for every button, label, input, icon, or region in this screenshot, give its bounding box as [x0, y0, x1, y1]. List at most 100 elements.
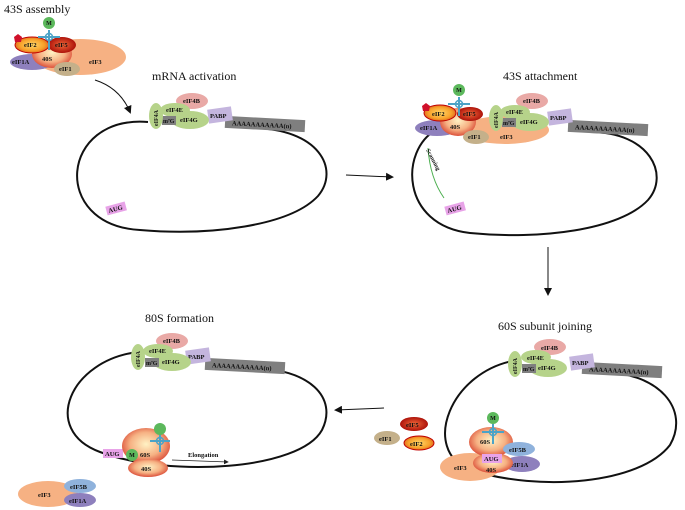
cap-structure: [522, 364, 536, 373]
polya-label: AAAAAAAAAAA(n): [575, 124, 635, 134]
eif4e-label: eIF4E: [506, 109, 523, 116]
eif1-label: eIF1: [59, 66, 72, 73]
eif4e-label: eIF4E: [149, 348, 166, 355]
eif4a-label: eIF4A: [136, 350, 142, 367]
eif4e-protein: [521, 350, 551, 364]
ribosome-60s: [469, 427, 513, 457]
eif1a-label: eIF1A: [511, 462, 529, 469]
panel-title-43s-assembly: 43S assembly: [4, 2, 70, 16]
panel-title-mrna-activation: mRNA activation: [152, 69, 236, 83]
pabp-protein: [207, 106, 233, 124]
met-trna-icon: M: [38, 17, 60, 50]
polya-tail: [224, 115, 306, 133]
cap-structure: [162, 116, 176, 125]
panel-title-60s-joining: 60S subunit joining: [498, 319, 592, 333]
ribosome-40s-label: 40S: [450, 124, 461, 131]
ribosome-40s: [128, 459, 168, 477]
eif3-label: eIF3: [454, 465, 467, 472]
ribosome-40s-label: 40S: [486, 467, 497, 474]
eif1-protein: [463, 130, 489, 144]
mrna-loop: [444, 359, 678, 483]
eif2-label: eIF2: [432, 111, 445, 118]
eif1a-label: eIF1A: [420, 125, 438, 132]
polya-tail: [581, 361, 663, 379]
pabp-protein: [569, 353, 595, 371]
methionine-icon: [43, 17, 55, 29]
eif4g-label: eIF4G: [520, 119, 538, 126]
eif5-protein: [457, 107, 483, 121]
aug-label: AUG: [447, 204, 463, 215]
pabp-label: PABP: [188, 354, 205, 361]
pabp-label: PABP: [550, 115, 567, 122]
scanning-track: [427, 147, 445, 199]
eif4a-label: eIF4A: [494, 111, 500, 128]
pabp-protein: [185, 347, 211, 365]
mrna-loop: [76, 120, 328, 233]
methionine-label: M: [129, 453, 135, 459]
panel-title-80s-formation: 80S formation: [145, 311, 214, 325]
eif4e-protein: [500, 105, 530, 119]
eif5b-protein: [503, 442, 535, 456]
eif4b-label: eIF4B: [163, 338, 181, 345]
released-eif1-protein: [374, 431, 400, 445]
aug-label: AUG: [105, 451, 119, 458]
eif4b-protein: [516, 93, 548, 109]
polya-label: AAAAAAAAAAA(n): [232, 120, 292, 130]
eif3-label: eIF3: [500, 134, 513, 141]
cap-label: m⁷G: [146, 361, 158, 367]
arrow-activation-to-attachment: [345, 172, 394, 181]
eif4b-label: eIF4B: [523, 98, 541, 105]
pabp-protein: [547, 108, 573, 126]
eif1-protein: [54, 62, 80, 76]
released-eif3-label: eIF3: [38, 492, 51, 499]
met-trna-icon: M: [448, 84, 470, 116]
ribosome-40s-label: 40S: [42, 56, 53, 63]
cap-label: m⁷G: [503, 121, 515, 127]
eif4e-label: eIF4E: [527, 355, 544, 362]
eif4a-protein: [149, 103, 163, 129]
met-trna-icon: M: [482, 412, 504, 444]
trna-icon: [150, 423, 170, 452]
pabp-label: PABP: [210, 113, 227, 120]
pabp-label: PABP: [572, 360, 589, 367]
eif3-label: eIF3: [89, 59, 102, 66]
methionine-icon: [126, 449, 138, 461]
panel-80s-formation: 80S formation AAAAAAAAAAA(n) PABP eIF4B …: [18, 311, 328, 507]
eif2-complex: [423, 104, 457, 122]
eif2-label: eIF2: [24, 42, 37, 49]
released-eif1-label: eIF1: [379, 436, 392, 443]
eif4a-label: eIF4A: [154, 109, 160, 126]
aug-start-codon: [105, 201, 127, 216]
eif4e-protein: [143, 344, 173, 358]
elongation-arrow: [171, 459, 229, 465]
cap-label: m⁷G: [163, 119, 175, 125]
polya-tail: [204, 357, 286, 375]
eif4b-label: eIF4B: [541, 345, 559, 352]
ribosome-40s-label: 40S: [141, 466, 152, 473]
panel-mrna-activation: mRNA activation AAAAAAAAAAA(n) PABP eIF4…: [76, 69, 328, 233]
cap-label: m⁷G: [523, 367, 535, 373]
eif5-label: eIF5: [55, 42, 68, 49]
aug-start-codon: [444, 201, 466, 216]
polya-tail: [567, 119, 649, 137]
polya-label: AAAAAAAAAAA(n): [212, 362, 272, 372]
aug-label: AUG: [484, 456, 498, 463]
panel-60s-joining: 60S subunit joining AAAAAAAAAAA(n) PABP …: [374, 319, 678, 483]
released-eif5b-label: eIF5B: [70, 484, 88, 491]
eif4e-protein: [160, 103, 190, 117]
eif4g-label: eIF4G: [180, 117, 198, 124]
released-eif5b-protein: [64, 479, 96, 493]
elongation-label: Elongation: [188, 452, 219, 459]
eif4a-protein: [508, 351, 522, 377]
eif5b-label: eIF5B: [509, 447, 527, 454]
aug-label: AUG: [108, 204, 124, 215]
eif4e-label: eIF4E: [166, 107, 183, 114]
eif1-label: eIF1: [468, 134, 481, 141]
methionine-icon: [453, 84, 465, 96]
panel-title-43s-attachment: 43S attachment: [503, 69, 578, 83]
cap-structure: [502, 118, 516, 127]
scanning-label: Scanning: [424, 148, 440, 172]
eif4a-protein: [131, 344, 145, 370]
ribosome-60s-label: 60S: [480, 439, 491, 446]
